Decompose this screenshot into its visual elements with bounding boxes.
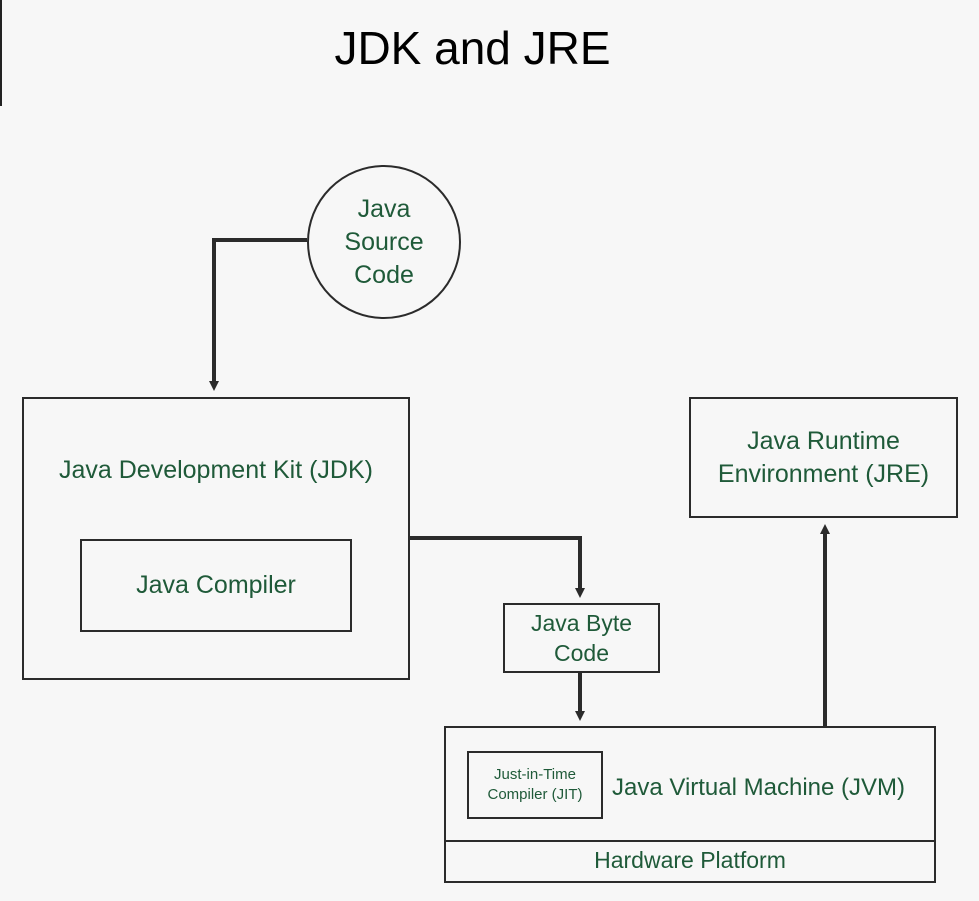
edge-jdk-to-bytecode [410,536,585,598]
node-jit-compiler: Just-in-Time Compiler (JIT) [467,751,603,819]
node-java-byte-code: Java Byte Code [503,603,660,673]
node-java-source-code-label: Java Source Code [344,194,424,289]
jvm-hardware-divider [446,840,934,842]
node-jdk: Java Development Kit (JDK) Java Compiler [22,397,410,680]
node-hardware-platform-label: Hardware Platform [594,847,786,873]
node-java-byte-code-label: Java Byte Code [531,610,632,666]
node-jit-compiler-label: Just-in-Time Compiler (JIT) [487,766,583,803]
node-java-source-code: Java Source Code [307,165,461,319]
node-jvm: Just-in-Time Compiler (JIT) Java Virtual… [444,726,936,883]
node-jdk-label: Java Development Kit (JDK) [58,456,373,484]
node-jre-label: Java Runtime Environment (JRE) [717,426,930,488]
left-edge-bar [0,0,2,106]
diagram-title: JDK and JRE [334,22,611,74]
node-jre: Java Runtime Environment (JRE) [689,397,958,518]
node-java-compiler-label: Java Compiler [136,571,296,599]
node-jvm-label: Java Virtual Machine (JVM) [612,774,905,801]
edge-source-to-jdk [209,238,307,391]
node-java-compiler: Java Compiler [80,539,352,632]
